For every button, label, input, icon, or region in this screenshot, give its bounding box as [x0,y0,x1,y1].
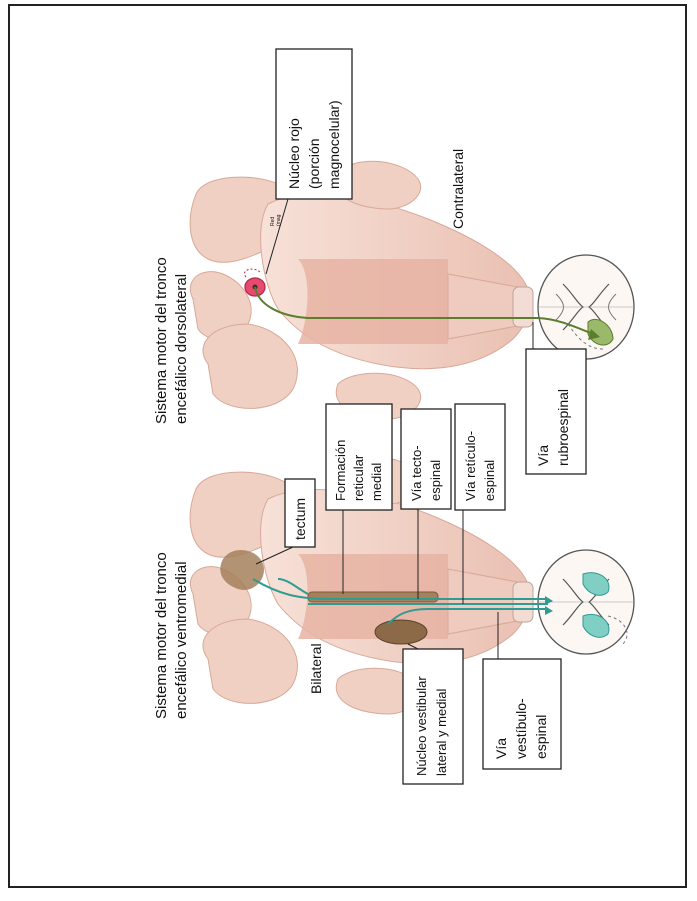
rubrospinal-line2: rubroespinal [555,389,571,466]
tectum-label: tectum [292,498,308,540]
vestibular-line2: lateral y medial [434,688,449,776]
reticular-line1: Formación [333,440,348,501]
vestibulospinal-line1: Vía [493,738,509,759]
figure-frame: Sistema motor del tronco encefálico dors… [8,4,688,889]
red-nucleus-line3: magnocelular) [326,100,342,189]
motor-systems-diagram: Sistema motor del tronco encefálico dors… [8,4,688,889]
tiny-label-2: (mag [276,214,282,226]
tectospinal-line1: Vía tecto- [409,445,424,501]
dorsolateral-title-line1: Sistema motor del tronco [153,257,170,424]
vestibulospinal-line2: vestíbulo- [513,698,529,759]
vestibular-nucleus-box [403,649,463,784]
rubrospinal-line1: Vía [535,445,551,466]
ventromedial-title-line2: encefálico ventromedial [173,561,190,719]
contralateral-label: Contralateral [450,149,466,229]
reticulospinal-line2: espinal [482,460,497,501]
red-nucleus-line2: (porción [306,138,322,189]
reticular-line3: medial [369,463,384,501]
reticular-line2: reticular [351,454,366,501]
vestibulospinal-line3: espinal [533,715,549,759]
tectospinal-line2: espinal [428,460,443,501]
red-nucleus-line1: Núcleo rojo [286,118,302,189]
vestibular-line1: Núcleo vestibular [414,676,429,776]
ventromedial-title-line1: Sistema motor del tronco [153,552,170,719]
bilateral-label: Bilateral [308,643,324,694]
reticulospinal-line1: Vía retículo- [463,431,478,501]
dorsolateral-title-line2: encefálico dorsolateral [173,274,190,424]
